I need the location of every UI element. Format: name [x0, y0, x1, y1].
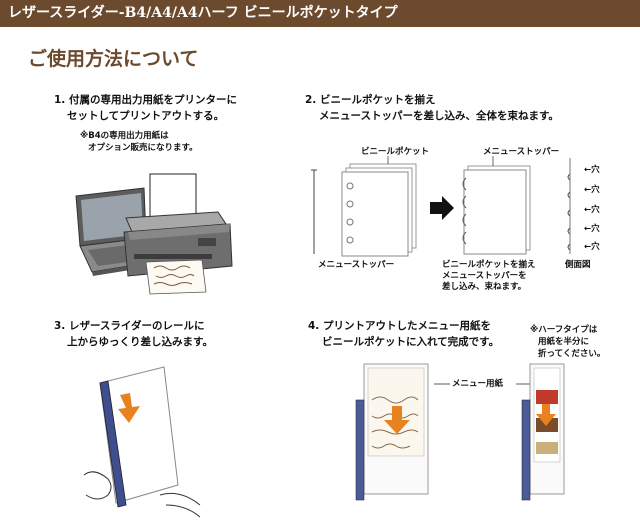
- label-menu-paper: メニュー用紙: [452, 379, 504, 389]
- label-vinyl-pocket: ビニールポケット: [361, 147, 430, 157]
- step4-note-line3: 折ってください。: [538, 349, 606, 359]
- step1-note: ※B4の専用出力用紙は オプション販売になります。: [80, 130, 198, 154]
- hole-label-3: ←穴: [584, 205, 600, 215]
- step1-note-line1: ※B4の専用出力用紙は: [80, 131, 169, 141]
- step2-caption-line1: ビニールポケットを揃え: [442, 260, 536, 270]
- hole-label-5: ←穴: [584, 242, 600, 252]
- step2-caption-line3: 差し込み、束ねます。: [442, 282, 527, 292]
- hole-label-4: ←穴: [584, 224, 600, 234]
- label-side-view: 側面図: [565, 260, 591, 270]
- bundled-pocket-icon: [462, 156, 531, 255]
- step2-caption: ビニールポケットを揃え メニューストッパーを 差し込み、束ねます。: [442, 260, 536, 293]
- step1-instruction: 1. 付属の専用出力用紙をプリンターに セットしてプリントアウトする。: [54, 92, 237, 124]
- step4-note: ※ハーフタイプは 用紙を半分に 折ってください。: [530, 324, 605, 360]
- leather-rail-icon: [99, 380, 127, 508]
- step2-instruction: 2. ビニールポケットを揃え メニューストッパーを差し込み、全体を束ねます。: [305, 92, 559, 124]
- down-arrow-icon: [384, 406, 410, 434]
- hand-icon: [83, 471, 201, 518]
- printer-icon: [123, 211, 233, 277]
- page-title: ご使用方法について: [28, 48, 199, 70]
- side-view-diagram-icon: [567, 158, 571, 254]
- full-size-menu-icon: [355, 363, 429, 501]
- step1-line1: 1. 付属の専用出力用紙をプリンターに: [54, 94, 237, 106]
- down-arrow-icon: [536, 404, 556, 426]
- step2-caption-line2: メニューストッパーを: [442, 271, 527, 281]
- printed-menu-sheet-icon: [145, 259, 207, 295]
- step4-line2: ビニールポケットに入れて完成です。: [322, 336, 500, 348]
- step3-instruction: 3. レザースライダーのレールに 上からゆっくり差し込みます。: [54, 318, 213, 350]
- step4-instruction: 4. プリントアウトしたメニュー用紙を ビニールポケットに入れて完成です。: [308, 318, 499, 350]
- finished-menu-illustration: [355, 363, 565, 501]
- step1-note-line2: オプション販売になります。: [88, 143, 198, 153]
- half-size-menu-icon: [521, 363, 565, 501]
- step2-line2: メニューストッパーを差し込み、全体を束ねます。: [319, 110, 559, 122]
- step2-line1: 2. ビニールポケットを揃え: [305, 94, 436, 106]
- label-menu-stopper-top: メニューストッパー: [483, 147, 560, 157]
- header-bar: レザースライダー-B4/A4/A4ハーフ ビニールポケットタイプ: [0, 0, 640, 27]
- vinyl-pocket-stack-icon: [311, 156, 417, 257]
- slider-insertion-illustration: [83, 366, 201, 518]
- step3-line1: 3. レザースライダーのレールに: [54, 320, 205, 332]
- label-menu-stopper-bottom: メニューストッパー: [318, 260, 395, 270]
- step1-line2: セットしてプリントアウトする。: [67, 110, 225, 122]
- laptop-printer-illustration: [75, 173, 233, 295]
- step4-note-line1: ※ハーフタイプは: [530, 325, 598, 335]
- hole-label-2: ←穴: [584, 185, 600, 195]
- pocket-assembly-illustration: [311, 156, 571, 257]
- header-title: レザースライダー-B4/A4/A4ハーフ ビニールポケットタイプ: [8, 5, 398, 21]
- hole-label-1: ←穴: [584, 165, 600, 175]
- down-arrow-icon: [118, 393, 140, 423]
- step3-line2: 上からゆっくり差し込みます。: [67, 336, 213, 348]
- right-arrow-icon: [430, 196, 454, 220]
- step4-note-line2: 用紙を半分に: [538, 337, 590, 347]
- step4-line1: 4. プリントアウトしたメニュー用紙を: [308, 320, 491, 332]
